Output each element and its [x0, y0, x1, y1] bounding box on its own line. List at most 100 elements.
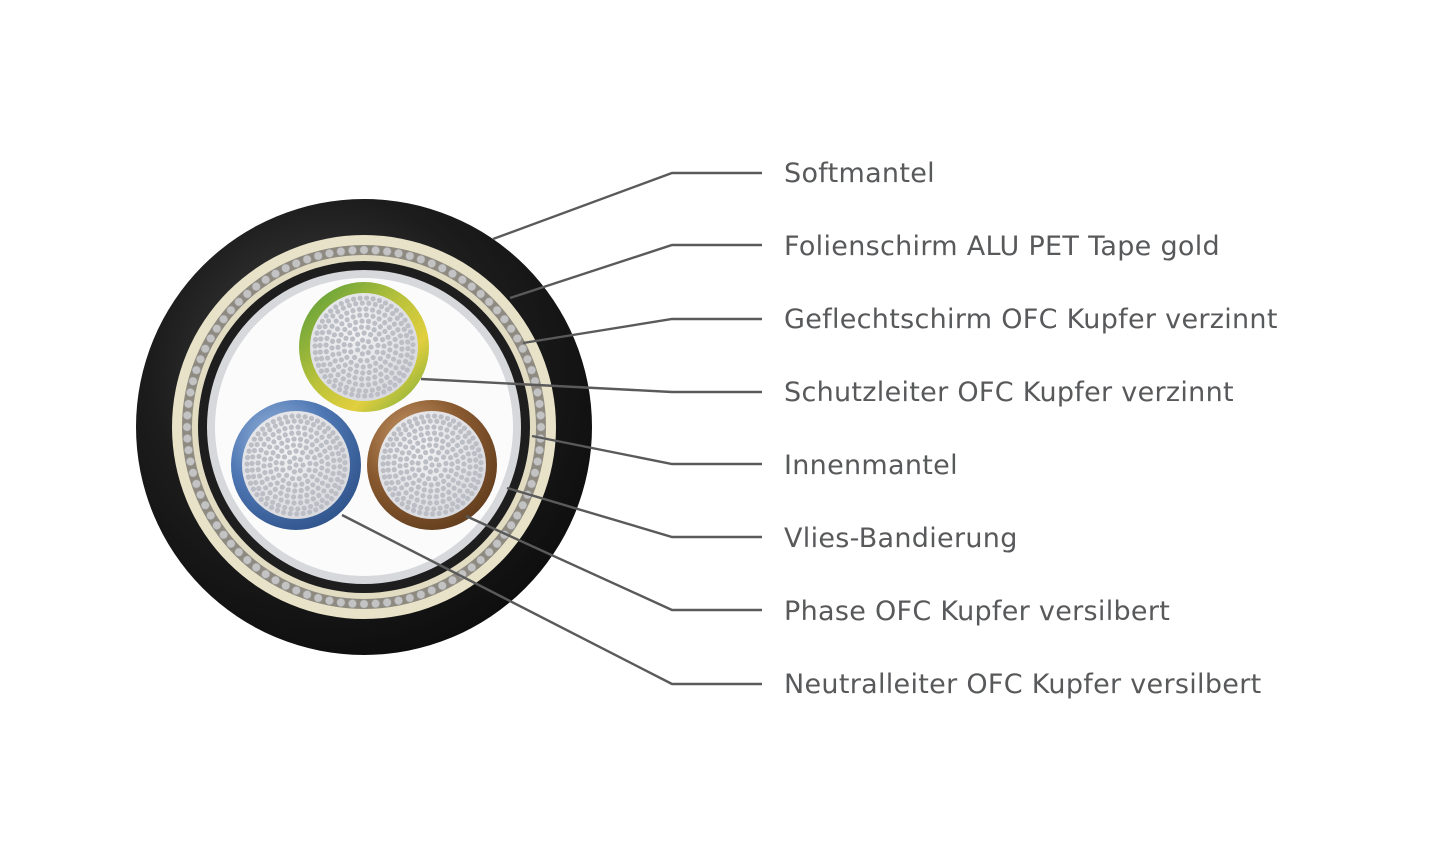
conductor-strand — [267, 490, 273, 496]
conductor-strand — [249, 460, 255, 467]
conductor-strand — [392, 350, 399, 356]
conductor-strand — [425, 413, 431, 419]
conductor-strand — [441, 478, 447, 484]
conductor-strand — [359, 318, 365, 324]
conductor-strand — [382, 328, 388, 335]
conductor-strand — [437, 425, 444, 431]
conductor-strand — [328, 477, 334, 483]
conductor-strand — [423, 465, 429, 471]
conductor-strand — [370, 296, 376, 302]
conductor-strand — [434, 418, 440, 424]
conductor-strand — [399, 346, 405, 352]
conductor-strand — [409, 460, 415, 466]
conductor-strand — [454, 504, 461, 510]
conductor-strand — [279, 440, 285, 446]
conductor-strand — [285, 437, 291, 443]
conductor-strand — [309, 473, 315, 480]
conductor-strand — [278, 497, 284, 503]
conductor-strand — [386, 473, 393, 480]
conductor-strand — [352, 354, 358, 361]
conductor-strand — [270, 450, 276, 456]
braid-strand — [534, 399, 544, 409]
conductor-strand — [376, 331, 382, 337]
conductor-strand — [390, 441, 396, 448]
conductor-strand — [380, 467, 386, 474]
conductor-strand — [455, 458, 461, 465]
conductor-strand — [440, 419, 446, 426]
conductor-strand — [263, 485, 269, 491]
conductor-strand — [332, 358, 338, 364]
earth-conductor — [299, 282, 429, 412]
conductor-strand — [304, 498, 310, 504]
conductor-strand — [416, 467, 422, 473]
conductor-strand — [257, 436, 264, 442]
conductor-strand — [401, 436, 407, 442]
conductor-strand — [346, 379, 352, 385]
conductor-strand — [381, 343, 387, 349]
conductor-strand — [284, 499, 291, 505]
braid-strand — [195, 490, 205, 500]
conductor-strand — [425, 475, 432, 482]
conductor-strand — [473, 457, 479, 463]
conductor-strand — [424, 506, 430, 512]
conductor-strand — [407, 439, 413, 445]
braid-strand — [371, 245, 381, 255]
conductor-strand — [404, 367, 410, 373]
conductor-strand — [301, 425, 308, 431]
label-innenmantel: Innenmantel — [784, 450, 958, 481]
conductor-strand — [331, 367, 337, 373]
conductor-strand — [385, 353, 391, 359]
conductor-strand — [460, 493, 466, 499]
conductor-strand — [406, 499, 412, 505]
conductor-strand — [255, 460, 261, 466]
conductor-strand — [404, 481, 410, 488]
conductor-strand — [304, 485, 310, 491]
conductor-strand — [381, 389, 387, 395]
conductor-strand — [406, 432, 412, 438]
conductor-strand — [427, 418, 433, 424]
braid-strand — [394, 248, 404, 258]
conductor-strand — [248, 442, 254, 448]
conductor-strand — [291, 500, 297, 506]
braid-strand — [512, 333, 522, 343]
conductor-strand — [255, 431, 261, 437]
conductor-strand — [276, 472, 282, 478]
phase-conductor — [367, 400, 497, 530]
conductor-strand — [286, 481, 292, 487]
conductor-strand — [409, 355, 415, 361]
conductor-strand — [286, 449, 293, 456]
label-vlies: Vlies-Bandierung — [784, 523, 1018, 554]
conductor-strand — [444, 434, 450, 440]
conductor-strand — [403, 427, 409, 433]
conductor-strand — [415, 460, 421, 466]
conductor-strand — [407, 361, 413, 367]
conductor-strand — [350, 308, 356, 314]
conductor-strand — [412, 472, 418, 478]
conductor-strand — [303, 445, 309, 451]
conductor-strand — [378, 371, 384, 377]
conductor-strand — [309, 442, 315, 448]
braid-strand — [457, 275, 467, 285]
conductor-strand — [254, 491, 260, 498]
conductor-strand — [414, 420, 420, 427]
conductor-strand — [355, 341, 361, 347]
conductor-strand — [392, 375, 398, 381]
conductor-strand — [478, 466, 484, 472]
braid-strand — [219, 314, 229, 324]
conductor-strand — [290, 494, 297, 500]
conductor-strand — [404, 456, 410, 462]
conductor-strand — [284, 493, 290, 499]
braid-strand — [527, 365, 537, 375]
conductor-strand — [348, 359, 354, 365]
conductor-strand — [278, 490, 284, 496]
conductor-strand — [382, 359, 388, 365]
conductor-strand — [327, 445, 333, 451]
conductor-strand — [323, 313, 329, 319]
conductor-strand — [342, 466, 348, 472]
leader-line-geflechtschirm — [522, 317, 762, 345]
conductor-strand — [297, 442, 303, 449]
braid-strand — [182, 410, 192, 420]
conductor-strand — [322, 474, 329, 480]
conductor-strand — [446, 496, 452, 502]
conductor-strand — [364, 295, 370, 301]
